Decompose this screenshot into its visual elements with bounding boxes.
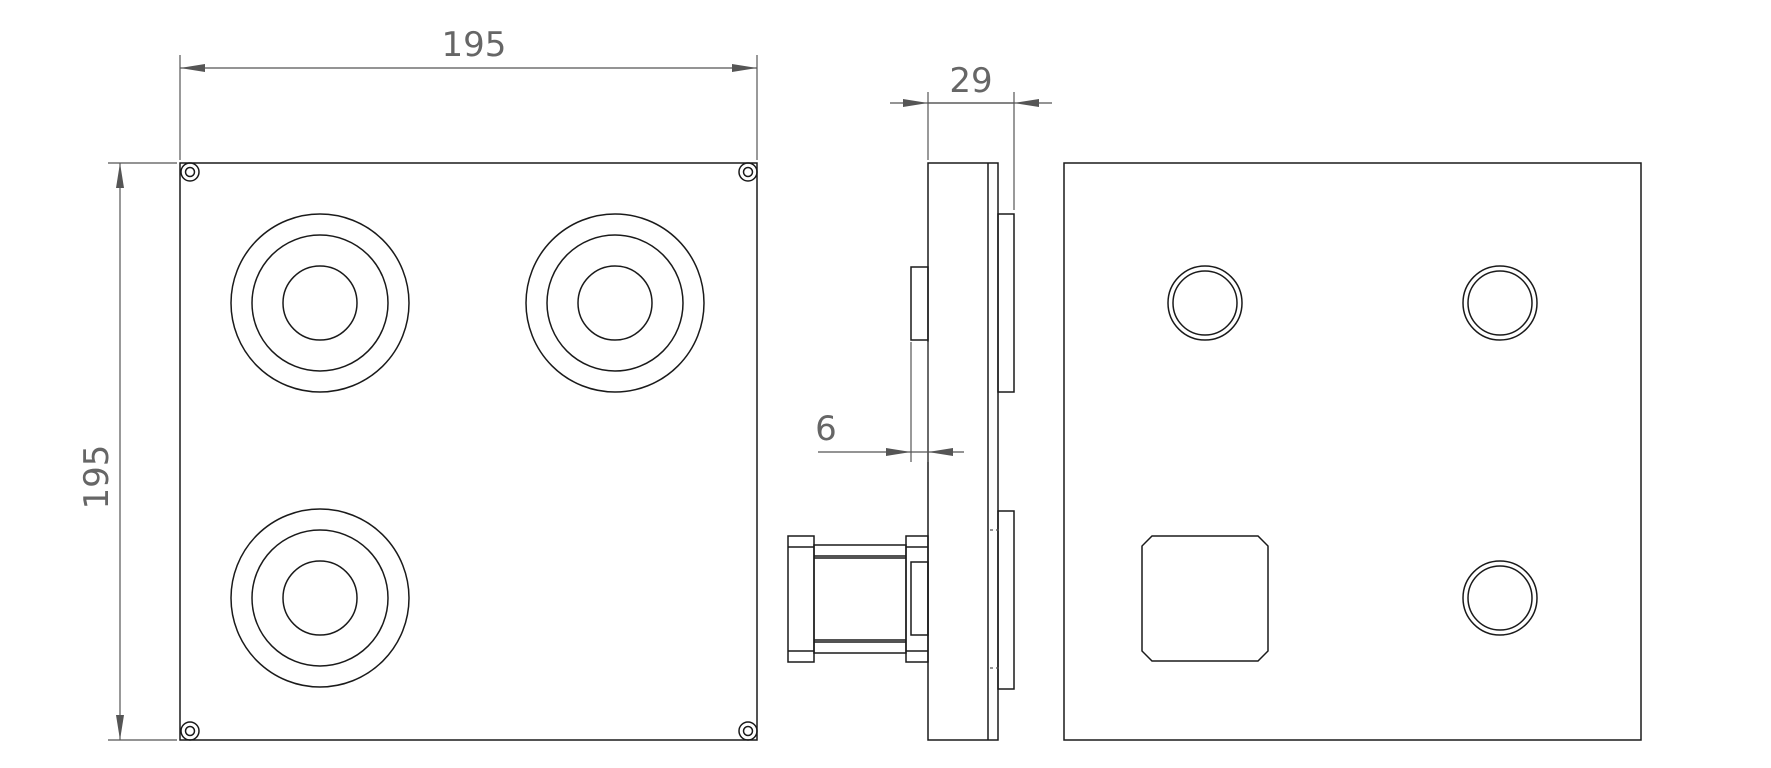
side-boss-lower-right bbox=[997, 510, 1015, 690]
corner-hole-bottom-right bbox=[738, 721, 758, 741]
arrowhead bbox=[903, 99, 928, 107]
side-boss-upper-left bbox=[910, 266, 929, 341]
rear-octagonal-cutout bbox=[1141, 535, 1269, 662]
offset-dimension: 6 bbox=[815, 342, 964, 462]
arrowhead bbox=[180, 64, 205, 72]
side-boss-upper-right bbox=[997, 213, 1015, 393]
arrowhead bbox=[1014, 99, 1039, 107]
height-dimension-label: 195 bbox=[77, 445, 117, 510]
ring-assembly-bottom-left bbox=[230, 508, 410, 688]
arrowhead bbox=[732, 64, 757, 72]
rear-hole-top-right bbox=[1462, 265, 1538, 341]
ring-assembly-top-right bbox=[525, 213, 705, 393]
width-dimension-label: 195 bbox=[442, 25, 507, 65]
corner-hole-bottom-left bbox=[180, 721, 200, 741]
depth-dimension: 29 bbox=[890, 61, 1052, 210]
width-dimension: 195 bbox=[179, 25, 758, 160]
corner-hole-top-right bbox=[738, 162, 758, 182]
rear-plate-outline bbox=[1063, 162, 1642, 741]
rear-view bbox=[1063, 162, 1642, 741]
arrowhead bbox=[116, 163, 124, 188]
offset-dimension-label: 6 bbox=[815, 409, 837, 449]
arrowhead bbox=[886, 448, 911, 456]
front-view: 195 195 bbox=[77, 25, 758, 741]
rear-hole-top-left bbox=[1167, 265, 1243, 341]
depth-dimension-label: 29 bbox=[949, 61, 992, 101]
corner-hole-top-left bbox=[180, 162, 200, 182]
cable-gland bbox=[787, 535, 929, 663]
side-view: 29 6 bbox=[787, 61, 1052, 741]
arrowhead bbox=[116, 715, 124, 740]
height-dimension: 195 bbox=[77, 162, 177, 741]
ring-assembly-top-left bbox=[230, 213, 410, 393]
arrowhead bbox=[928, 448, 953, 456]
front-plate-outline bbox=[179, 162, 758, 741]
rear-hole-bottom-right bbox=[1462, 560, 1538, 636]
